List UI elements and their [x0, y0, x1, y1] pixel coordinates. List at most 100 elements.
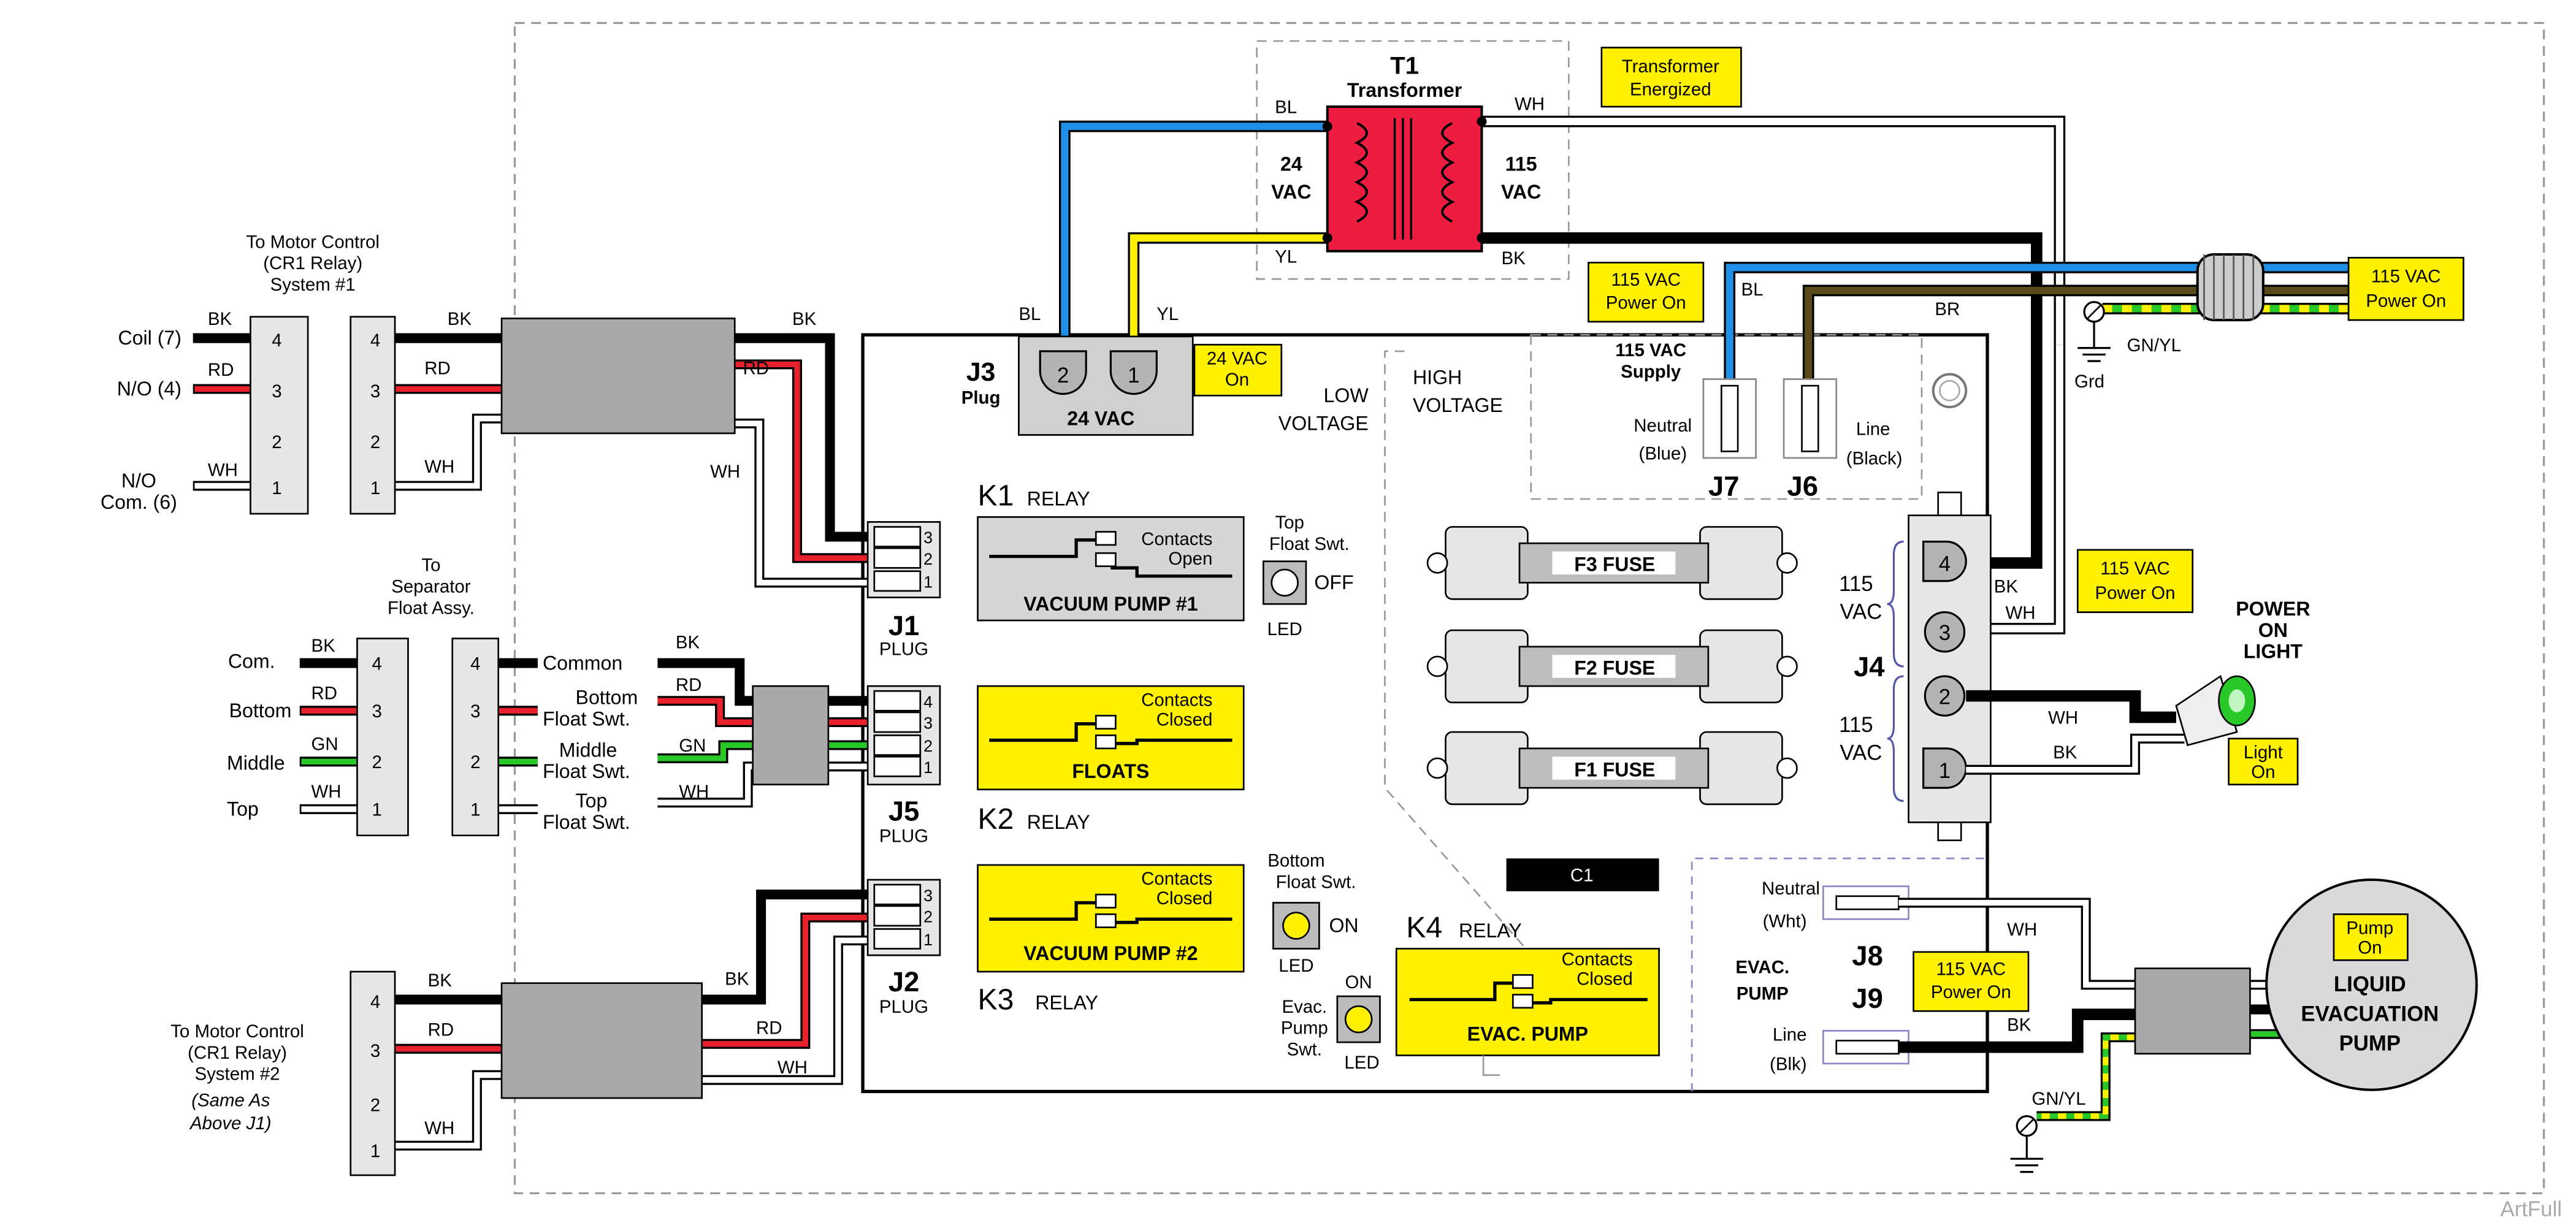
k1-relay: RELAY: [1027, 488, 1090, 510]
zone-high-2: VOLTAGE: [1413, 394, 1503, 416]
svg-text:Power On: Power On: [2366, 291, 2446, 311]
j4-pin-4: 4: [1939, 552, 1951, 576]
j4-pin-1: 1: [1939, 759, 1951, 783]
mc1-bk: BK: [208, 309, 232, 329]
mc2-bk: BK: [428, 970, 453, 991]
t1-id: T1: [1390, 51, 1419, 79]
capacitor-c1: [1506, 858, 1659, 891]
k3-relay-box: [977, 864, 1245, 973]
k1-led-off: [1263, 560, 1307, 605]
j9-connector: [1822, 1030, 1909, 1065]
k1-relay-box: [977, 516, 1245, 622]
j1-bk: BK: [792, 309, 817, 329]
j5-wh: WH: [679, 782, 709, 802]
evac-title-2: PUMP: [1737, 983, 1789, 1004]
fuse-f1-label: F1 FUSE: [1574, 758, 1655, 780]
svg-text:Energized: Energized: [1630, 79, 1711, 99]
sep-pin-1b: 1: [470, 800, 480, 820]
high-voltage-boundary: [1384, 350, 1537, 961]
k3-name: VACUUM PUMP #2: [1023, 942, 1198, 964]
fuse-f2-label: F2 FUSE: [1574, 657, 1655, 679]
sep-common: Common: [543, 652, 622, 674]
evac-gnyl: GN/YL: [2031, 1089, 2085, 1109]
j5-rd: RD: [676, 675, 702, 695]
t1-wh: WH: [1515, 94, 1545, 114]
j3-plug: [1018, 335, 1194, 436]
mc1-coil: Coil (7): [118, 327, 181, 349]
sep-junction-block: [752, 685, 830, 786]
sep-bottom-sw-1: Bottom: [576, 687, 638, 709]
sep-pin-3b: 3: [470, 701, 480, 722]
mc1-rd: RD: [208, 360, 234, 380]
callout-light-on: Light On: [2228, 737, 2299, 786]
j5-pin-4: 4: [923, 693, 933, 711]
mc1-title-3: System #1: [270, 275, 356, 295]
mc1-pin-1: 1: [272, 478, 281, 498]
k3-led-on: [1272, 902, 1320, 950]
j2-connector: [866, 878, 941, 956]
sep-top: Top: [227, 798, 259, 820]
callout-transformer-energized: Transformer Energized: [1600, 47, 1742, 108]
k2-id: K2: [977, 802, 1014, 836]
j9-id: J9: [1852, 983, 1883, 1014]
svg-text:Transformer: Transformer: [1622, 56, 1719, 77]
svg-text:On: On: [1225, 370, 1249, 390]
mc2-wh: WH: [424, 1118, 454, 1138]
t1-bl: BL: [1275, 97, 1297, 118]
j5-connector: [866, 685, 941, 786]
j4-wh: WH: [2005, 603, 2035, 623]
callout-24vac-on: 24 VAC On: [1193, 343, 1283, 397]
sep-middle-sw-2: Float Swt.: [543, 760, 630, 782]
j1-connector: [866, 521, 941, 598]
k1-name: VACUUM PUMP #1: [1023, 593, 1198, 615]
k2-relay: RELAY: [1027, 811, 1090, 833]
j3-plug-text: Plug: [961, 388, 1001, 408]
sep-gn: GN: [311, 734, 338, 755]
sep-bk: BK: [311, 636, 335, 656]
j1-pin-2: 2: [923, 550, 933, 568]
supply-neutral-color: (Blue): [1639, 444, 1687, 464]
watermark: ArtFull: [2501, 1197, 2563, 1221]
zone-high-1: HIGH: [1413, 366, 1462, 388]
liquid-evacuation-pump: [2265, 878, 2478, 1091]
svg-text:115 VAC: 115 VAC: [2100, 558, 2169, 579]
mc1-connector-a: [250, 316, 396, 515]
k1-led-state: OFF: [1314, 571, 1353, 593]
t1-high-unit: VAC: [1501, 181, 1541, 203]
zone-low-1: LOW: [1324, 384, 1369, 406]
sep-pin-4: 4: [372, 654, 382, 674]
k4-name: EVAC. PUMP: [1467, 1023, 1588, 1045]
svg-text:115 VAC: 115 VAC: [1936, 959, 2006, 979]
j4-bk: BK: [1994, 577, 2019, 597]
svg-text:Pump: Pump: [2346, 918, 2393, 938]
k3-led-state: ON: [1329, 915, 1358, 937]
j2-pin-1: 1: [923, 931, 933, 949]
evac-sw-led: [1336, 995, 1381, 1043]
callout-pump-on: Pump On: [2333, 913, 2409, 961]
mc1-nocom-2: Com. (6): [101, 491, 177, 513]
fuse-bank: [1426, 526, 1798, 806]
power-light-label-1: POWER: [2236, 598, 2310, 620]
svg-text:115 VAC: 115 VAC: [1611, 270, 1680, 290]
mounting-hole-inner: [1939, 379, 1960, 402]
mc2-wires: [395, 890, 871, 1151]
fuse-f3: [1426, 526, 1798, 600]
t1-high-v: 115: [1505, 153, 1537, 175]
j2-pin-3: 3: [923, 886, 933, 905]
evac-sw-state: ON: [1345, 972, 1372, 993]
evac-junction-block: [2134, 967, 2251, 1055]
j4-pin-2: 2: [1939, 685, 1951, 709]
k4-id: K4: [1406, 911, 1442, 944]
transformer-t1: [1322, 105, 1487, 253]
j4-v115a-2: VAC: [1840, 600, 1882, 623]
sep-middle-sw-1: Middle: [559, 739, 617, 761]
mc2-pin-4: 4: [370, 992, 380, 1012]
connector-j6: [1783, 378, 1838, 459]
j4-v115b-1: 115: [1839, 713, 1873, 737]
sep-middle: Middle: [227, 752, 285, 774]
mc1-pin-3b: 3: [370, 381, 380, 402]
j2-bk: BK: [725, 969, 749, 989]
j8-id: J8: [1852, 940, 1883, 971]
mc2-note-1: (Same As: [191, 1091, 270, 1111]
